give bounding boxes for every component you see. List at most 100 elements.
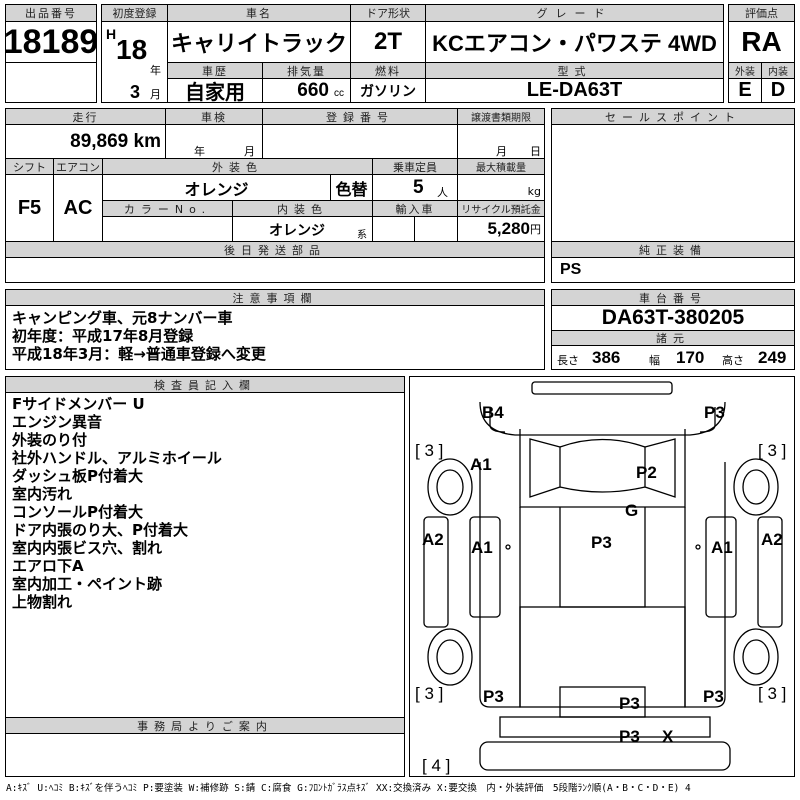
damage-mark: [ 3 ] [758, 684, 787, 703]
interior-label: 内装 [761, 62, 795, 79]
interior-color-label: 内装色 [232, 200, 373, 217]
inspector-line: ドア内張のり大、P付着大 [12, 521, 188, 539]
damage-mark: P3 [704, 403, 725, 422]
lot-no-label: 出品番号 [5, 4, 97, 22]
fuel-label: 燃料 [350, 62, 426, 79]
displacement: 660 [297, 79, 329, 101]
damage-mark: [ 3 ] [758, 441, 787, 460]
note-line: キャンピング車、元8ナンバー車 [12, 309, 233, 327]
spec-label: 諸元 [551, 330, 795, 346]
capacity-label: 乗車定員 [372, 158, 458, 175]
transfer-month-unit: 月 [496, 145, 507, 158]
note-line: 初年度：平成17年8月登録 [12, 327, 194, 345]
inspector-line: 室内加工・ペイント跡 [12, 575, 163, 593]
equipment: PS [551, 257, 795, 283]
inspector-line: エンジン異音 [12, 413, 103, 431]
model-label: 型式 [425, 62, 724, 79]
inspector-line: エアロ下A [12, 557, 84, 575]
damage-mark: A2 [422, 530, 444, 549]
damage-mark: [ 3 ] [415, 684, 444, 703]
reg-no [262, 124, 458, 159]
mileage-label: 走行 [5, 108, 166, 125]
history: 自家用 [167, 78, 263, 103]
first-reg-label: 初度登録 [101, 4, 168, 22]
inspection-year-unit: 年 [194, 145, 205, 158]
mileage: 89,869 km [5, 124, 166, 159]
transfer-day-unit: 日 [530, 145, 541, 158]
car-diagram: B4 P3 [ 3 ] [ 3 ] A1 P2 G A2 A1 P3 A1 A2… [409, 376, 795, 777]
transfer-label: 譲渡書類期限 [457, 108, 545, 125]
width-label: 幅 [649, 354, 660, 367]
damage-mark: B4 [482, 403, 504, 422]
reg-year: 18 [116, 34, 148, 65]
inspector-label: 検査員記入欄 [5, 376, 405, 393]
damage-mark: [ 4 ] [422, 756, 451, 775]
score-label: 評価点 [728, 4, 795, 22]
recycle: 5,280 [487, 219, 530, 238]
score: RA [728, 21, 795, 63]
color: オレンジ [102, 174, 331, 201]
length: 386 [592, 348, 621, 367]
damage-mark: P3 [619, 727, 640, 746]
color-label: 外装色 [102, 158, 373, 175]
inspector-line: 室内内張ビス穴、割れ [12, 539, 163, 557]
width: 170 [676, 348, 705, 367]
spec-row: 長さ 386 幅 170 高さ 249 [551, 345, 795, 370]
inspector-line: 上物割れ [12, 593, 73, 611]
damage-mark: X [662, 727, 674, 746]
shift: F5 [5, 174, 54, 242]
note-line: 平成18年3月：軽→普通車登録へ変更 [12, 345, 266, 363]
reg-month: 3 [130, 82, 141, 102]
later-parts [5, 257, 545, 283]
damage-mark: P3 [619, 694, 640, 713]
grade: KCエアコン・パワステ 4WD [425, 21, 724, 63]
model: LE-DA63T [425, 78, 724, 103]
inspector-line: ダッシュ板P付着大 [12, 467, 143, 485]
damage-mark: P3 [483, 687, 504, 706]
capacity-cell: 5 人 [372, 174, 458, 201]
import-b [414, 216, 458, 242]
import-label: 輸入車 [372, 200, 458, 217]
month-unit: 月 [150, 88, 161, 101]
color-no [102, 216, 233, 242]
length-label: 長さ [557, 354, 579, 367]
lot-no: 18189 [5, 21, 97, 63]
inspection-cell: 年 月 [165, 124, 263, 159]
equipment-label: 純正装備 [551, 241, 795, 258]
later-parts-label: 後日発送部品 [5, 241, 545, 258]
max-load-label: 最大積載量 [457, 158, 545, 175]
history-label: 車歴 [167, 62, 263, 79]
damage-mark: A1 [471, 538, 493, 557]
recycle-label: リサイクル預託金 [457, 200, 545, 217]
lot-no-blank [5, 62, 97, 103]
damage-mark: A2 [761, 530, 783, 549]
notes-label: 注意事項欄 [5, 289, 545, 306]
chassis-label: 車台番号 [551, 289, 795, 306]
door-label: ドア形状 [350, 4, 426, 22]
inspector-body: Fサイドメンバー U エンジン異音 外装のり付 社外ハンドル、アルミホイール ダ… [5, 392, 405, 718]
damage-mark: A1 [711, 538, 733, 557]
damage-mark: G [625, 501, 639, 520]
capacity: 5 [413, 177, 424, 198]
damage-mark: P3 [703, 687, 724, 706]
notes-body: キャンピング車、元8ナンバー車 初年度：平成17年8月登録 平成18年3月：軽→… [5, 305, 545, 370]
year-unit: 年 [150, 64, 161, 77]
import-a [372, 216, 415, 242]
damage-mark: A1 [470, 455, 492, 474]
reg-no-label: 登録番号 [262, 108, 458, 125]
shift-label: シフト [5, 158, 54, 175]
grade-label: グレード [425, 4, 724, 22]
height-label: 高さ [722, 354, 744, 367]
car-name: キャリイトラック [167, 21, 351, 63]
fuel: ガソリン [350, 78, 426, 103]
inspector-line: コンソールP付着大 [12, 503, 143, 521]
chassis: DA63T-380205 [551, 305, 795, 331]
first-reg-cell: H 18 年 3 月 [101, 21, 168, 103]
damage-mark: P2 [636, 463, 657, 482]
legend: A:ｷｽﾞ U:ﾍｺﾐ B:ｷｽﾞを伴うﾍｺﾐ P:要塗装 W:補修跡 S:錆 … [6, 783, 691, 794]
displacement-label: 排気量 [262, 62, 351, 79]
sales-point-label: セールスポイント [551, 108, 795, 125]
office-label: 事務局よりご案内 [5, 717, 405, 734]
